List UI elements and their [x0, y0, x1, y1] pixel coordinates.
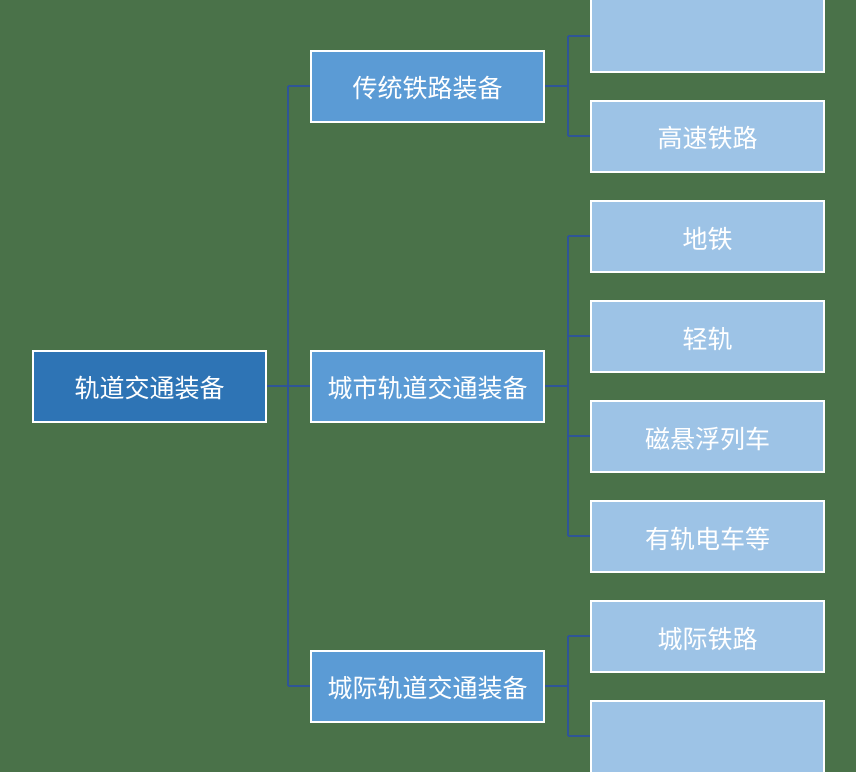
leaf-node-blank-top: [590, 0, 825, 73]
leaf-label: 地铁: [682, 225, 733, 254]
connector-category-2-branch: [544, 235, 592, 537]
category-label: 传统铁路装备: [352, 73, 503, 103]
leaf-node-tram: 有轨电车等: [590, 500, 825, 573]
connector-category-1-branch: [544, 35, 592, 137]
leaf-label: 城际铁路: [657, 625, 758, 654]
category-node-intercity-rail: 城际轨道交通装备: [310, 650, 545, 723]
leaf-node-maglev: 磁悬浮列车: [590, 400, 825, 473]
leaf-node-blank-bottom: [590, 700, 825, 772]
leaf-label: 磁悬浮列车: [644, 425, 770, 454]
leaf-node-high-speed-railway: 高速铁路: [590, 100, 825, 173]
leaf-node-light-rail: 轻轨: [590, 300, 825, 373]
category-label: 城市轨道交通装备: [327, 373, 528, 403]
leaf-node-intercity-railway: 城际铁路: [590, 600, 825, 673]
leaf-node-subway: 地铁: [590, 200, 825, 273]
category-node-traditional-railway: 传统铁路装备: [310, 50, 545, 123]
root-label: 轨道交通装备: [74, 373, 225, 403]
leaf-label: 轻轨: [682, 325, 733, 354]
connector-category-3-branch: [544, 635, 592, 737]
leaf-label: 高速铁路: [657, 123, 758, 153]
category-node-urban-rail: 城市轨道交通装备: [310, 350, 545, 423]
root-node: 轨道交通装备: [32, 350, 267, 423]
leaf-label: 有轨电车等: [644, 525, 770, 554]
category-label: 城际轨道交通装备: [327, 673, 528, 703]
